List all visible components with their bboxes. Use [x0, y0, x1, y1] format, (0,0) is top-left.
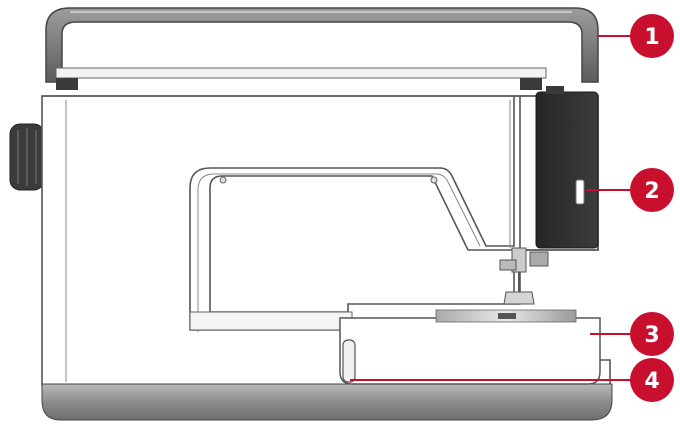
callout-1: 1: [630, 14, 674, 58]
callout-2: 2: [630, 168, 674, 212]
callout-4-label: 4: [644, 369, 659, 394]
callout-3-label: 3: [644, 323, 659, 348]
callout-4: 4: [630, 358, 674, 402]
bed-side-slot: [342, 339, 356, 383]
carry-handle: [45, 7, 599, 83]
callout-1-label: 1: [644, 25, 659, 50]
callout-3: 3: [630, 312, 674, 356]
hand-wheel: [9, 123, 45, 191]
machine-base: [41, 383, 613, 421]
front-panel: [535, 86, 599, 249]
top-thread-bar: [55, 67, 547, 90]
free-arm-bed: [189, 309, 601, 385]
callout-2-label: 2: [644, 179, 659, 204]
needle-bar-presser-foot: [499, 247, 549, 305]
